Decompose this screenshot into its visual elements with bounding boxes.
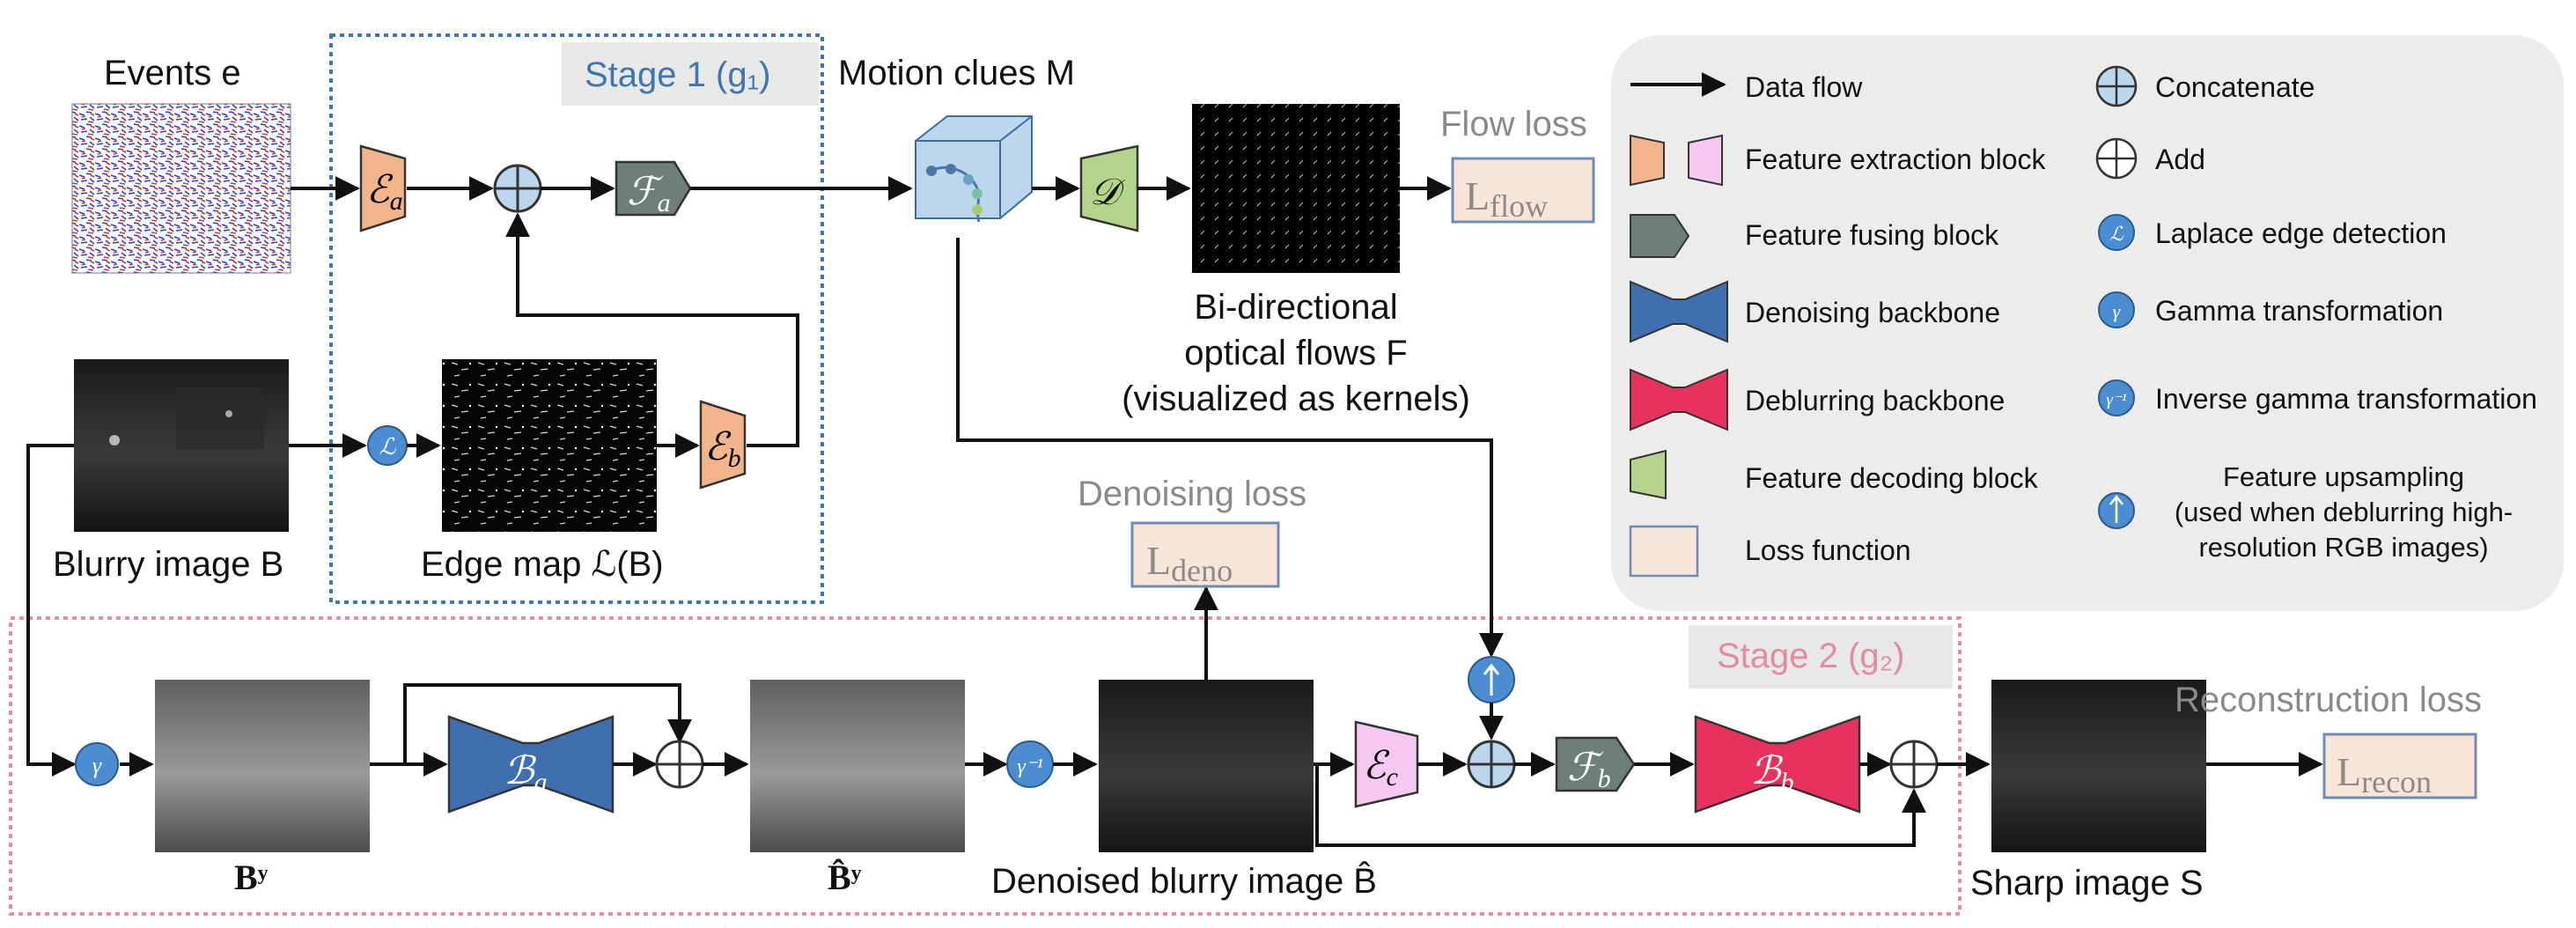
denoised-image bbox=[1099, 680, 1314, 852]
svg-text:γ⁻¹: γ⁻¹ bbox=[1017, 755, 1042, 778]
blurry-image-label: Blurry image B bbox=[53, 545, 283, 584]
svg-text:ℰa: ℰa bbox=[366, 168, 403, 216]
feature-fusing-block-fa: ℱa bbox=[615, 160, 692, 217]
upsampling-node bbox=[1468, 656, 1515, 703]
flows-caption-line3: (visualized as kernels) bbox=[1122, 379, 1470, 418]
svg-text:ℒ: ℒ bbox=[379, 434, 397, 460]
svg-text:ℒ: ℒ bbox=[2109, 223, 2124, 245]
svg-text:Laplace edge detection: Laplace edge detection bbox=[2155, 217, 2447, 249]
svg-text:Feature extraction block: Feature extraction block bbox=[1745, 144, 2047, 175]
svg-text:ℬb: ℬb bbox=[1750, 749, 1794, 797]
events-label: Events e bbox=[104, 54, 241, 92]
svg-text:Ldeno: Ldeno bbox=[1146, 538, 1233, 588]
add-node-2 bbox=[1889, 740, 1939, 789]
svg-text:Feature fusing block: Feature fusing block bbox=[1745, 219, 1999, 251]
denoised-label: Denoised blurry image B̂ bbox=[991, 860, 1377, 901]
laplace-node: ℒ bbox=[367, 425, 408, 466]
stage2-label: Stage 2 (g₂) bbox=[1717, 637, 1904, 675]
svg-text:Data flow: Data flow bbox=[1745, 71, 1863, 103]
legend-loss-function: Loss function bbox=[1629, 525, 1911, 578]
gamma-node: γ bbox=[75, 742, 119, 786]
concatenate-node-2 bbox=[1467, 740, 1516, 789]
feature-decoding-block-d: 𝒟 bbox=[1079, 144, 1139, 232]
svg-text:Gamma transformation: Gamma transformation bbox=[2155, 295, 2443, 327]
stage1-label: Stage 1 (g₁) bbox=[585, 55, 770, 94]
motion-clues-cube bbox=[915, 115, 1033, 223]
legend-laplace: ℒ Laplace edge detection bbox=[2098, 214, 2447, 251]
legend-feature-extraction: Feature extraction block bbox=[1630, 134, 2047, 187]
svg-text:γ: γ bbox=[92, 753, 102, 778]
reconstruction-loss-box: Lrecon bbox=[2322, 733, 2477, 799]
sharp-image bbox=[1991, 680, 2206, 852]
legend-panel bbox=[1611, 35, 2564, 611]
svg-text:Lflow: Lflow bbox=[1465, 173, 1548, 224]
deblurring-backbone-bb: ℬb bbox=[1694, 715, 1861, 814]
denoising-loss-label: Denoising loss bbox=[1078, 475, 1306, 513]
svg-text:ℰc: ℰc bbox=[1363, 744, 1398, 792]
inverse-gamma-node: γ⁻¹ bbox=[1006, 740, 1054, 788]
flows-caption-line2: optical flows F bbox=[1184, 334, 1407, 372]
flows-caption-line1: Bi-directional bbox=[1194, 288, 1397, 327]
svg-text:γ⁻¹: γ⁻¹ bbox=[2106, 391, 2127, 409]
svg-text:ℬa: ℬa bbox=[504, 749, 548, 797]
feature-extraction-block-ea: ℰa bbox=[359, 144, 407, 232]
legend-denoising-backbone: Denoising backbone bbox=[1630, 280, 2000, 343]
concatenate-node-1 bbox=[493, 164, 542, 213]
feature-extraction-block-eb: ℰb bbox=[699, 400, 747, 490]
svg-text:Deblurring backbone: Deblurring backbone bbox=[1745, 385, 2005, 416]
legend-add: Add bbox=[2095, 137, 2205, 180]
legend-deblurring-backbone: Deblurring backbone bbox=[1630, 368, 2005, 431]
legend-inverse-gamma: γ⁻¹ Inverse gamma transformation bbox=[2098, 379, 2537, 416]
b-gamma-label: Bʸ bbox=[234, 858, 269, 897]
b-hat-gamma-label: B̂ʸ bbox=[828, 858, 862, 897]
svg-text:Lrecon: Lrecon bbox=[2337, 749, 2432, 799]
b-gamma-image bbox=[155, 680, 370, 852]
motion-clues-label: Motion clues M bbox=[838, 54, 1075, 92]
denoising-backbone-ba: ℬa bbox=[447, 715, 615, 814]
feature-fusing-block-fb: ℱb bbox=[1555, 736, 1636, 793]
svg-text:Denoising backbone: Denoising backbone bbox=[1745, 297, 2000, 328]
legend-data-flow: Data flow bbox=[1630, 71, 1863, 103]
stage1-box bbox=[329, 33, 824, 604]
svg-text:γ: γ bbox=[2113, 300, 2122, 322]
edge-map-image bbox=[442, 359, 657, 532]
flow-loss-label: Flow loss bbox=[1440, 105, 1587, 144]
legend-upsampling: Feature upsampling (used when deblurring… bbox=[2098, 461, 2513, 563]
svg-text:Feature decoding block: Feature decoding block bbox=[1745, 462, 2039, 494]
svg-text:Loss function: Loss function bbox=[1745, 534, 1911, 566]
sharp-image-label: Sharp image S bbox=[1970, 864, 2204, 902]
feature-extraction-block-ec: ℰc bbox=[1354, 720, 1419, 808]
flow-kernels-image bbox=[1192, 104, 1400, 273]
svg-text:Feature upsampling: Feature upsampling bbox=[2223, 461, 2464, 492]
edge-map-label: Edge map ℒ(B) bbox=[421, 545, 664, 584]
legend-feature-fusing: Feature fusing block bbox=[1630, 214, 1999, 258]
legend-gamma: γ Gamma transformation bbox=[2098, 291, 2443, 328]
svg-text:Add: Add bbox=[2155, 144, 2205, 175]
events-image bbox=[71, 103, 291, 274]
flow-loss-box: Lflow bbox=[1451, 157, 1595, 224]
svg-text:resolution RGB images): resolution RGB images) bbox=[2198, 532, 2488, 563]
svg-text:Inverse gamma transformation: Inverse gamma transformation bbox=[2155, 383, 2537, 415]
reconstruction-loss-label: Reconstruction loss bbox=[2175, 681, 2482, 719]
b-hat-gamma-image bbox=[750, 680, 965, 852]
legend-feature-decoding: Feature decoding block bbox=[1630, 449, 2039, 500]
svg-text:(used when deblurring high-: (used when deblurring high- bbox=[2175, 497, 2513, 527]
svg-text:ℰb: ℰb bbox=[704, 425, 741, 473]
denoising-loss-box: Ldeno bbox=[1130, 521, 1280, 588]
legend-concatenate: Concatenate bbox=[2095, 65, 2315, 107]
svg-text:Concatenate: Concatenate bbox=[2155, 71, 2315, 103]
add-node-1 bbox=[655, 740, 704, 789]
